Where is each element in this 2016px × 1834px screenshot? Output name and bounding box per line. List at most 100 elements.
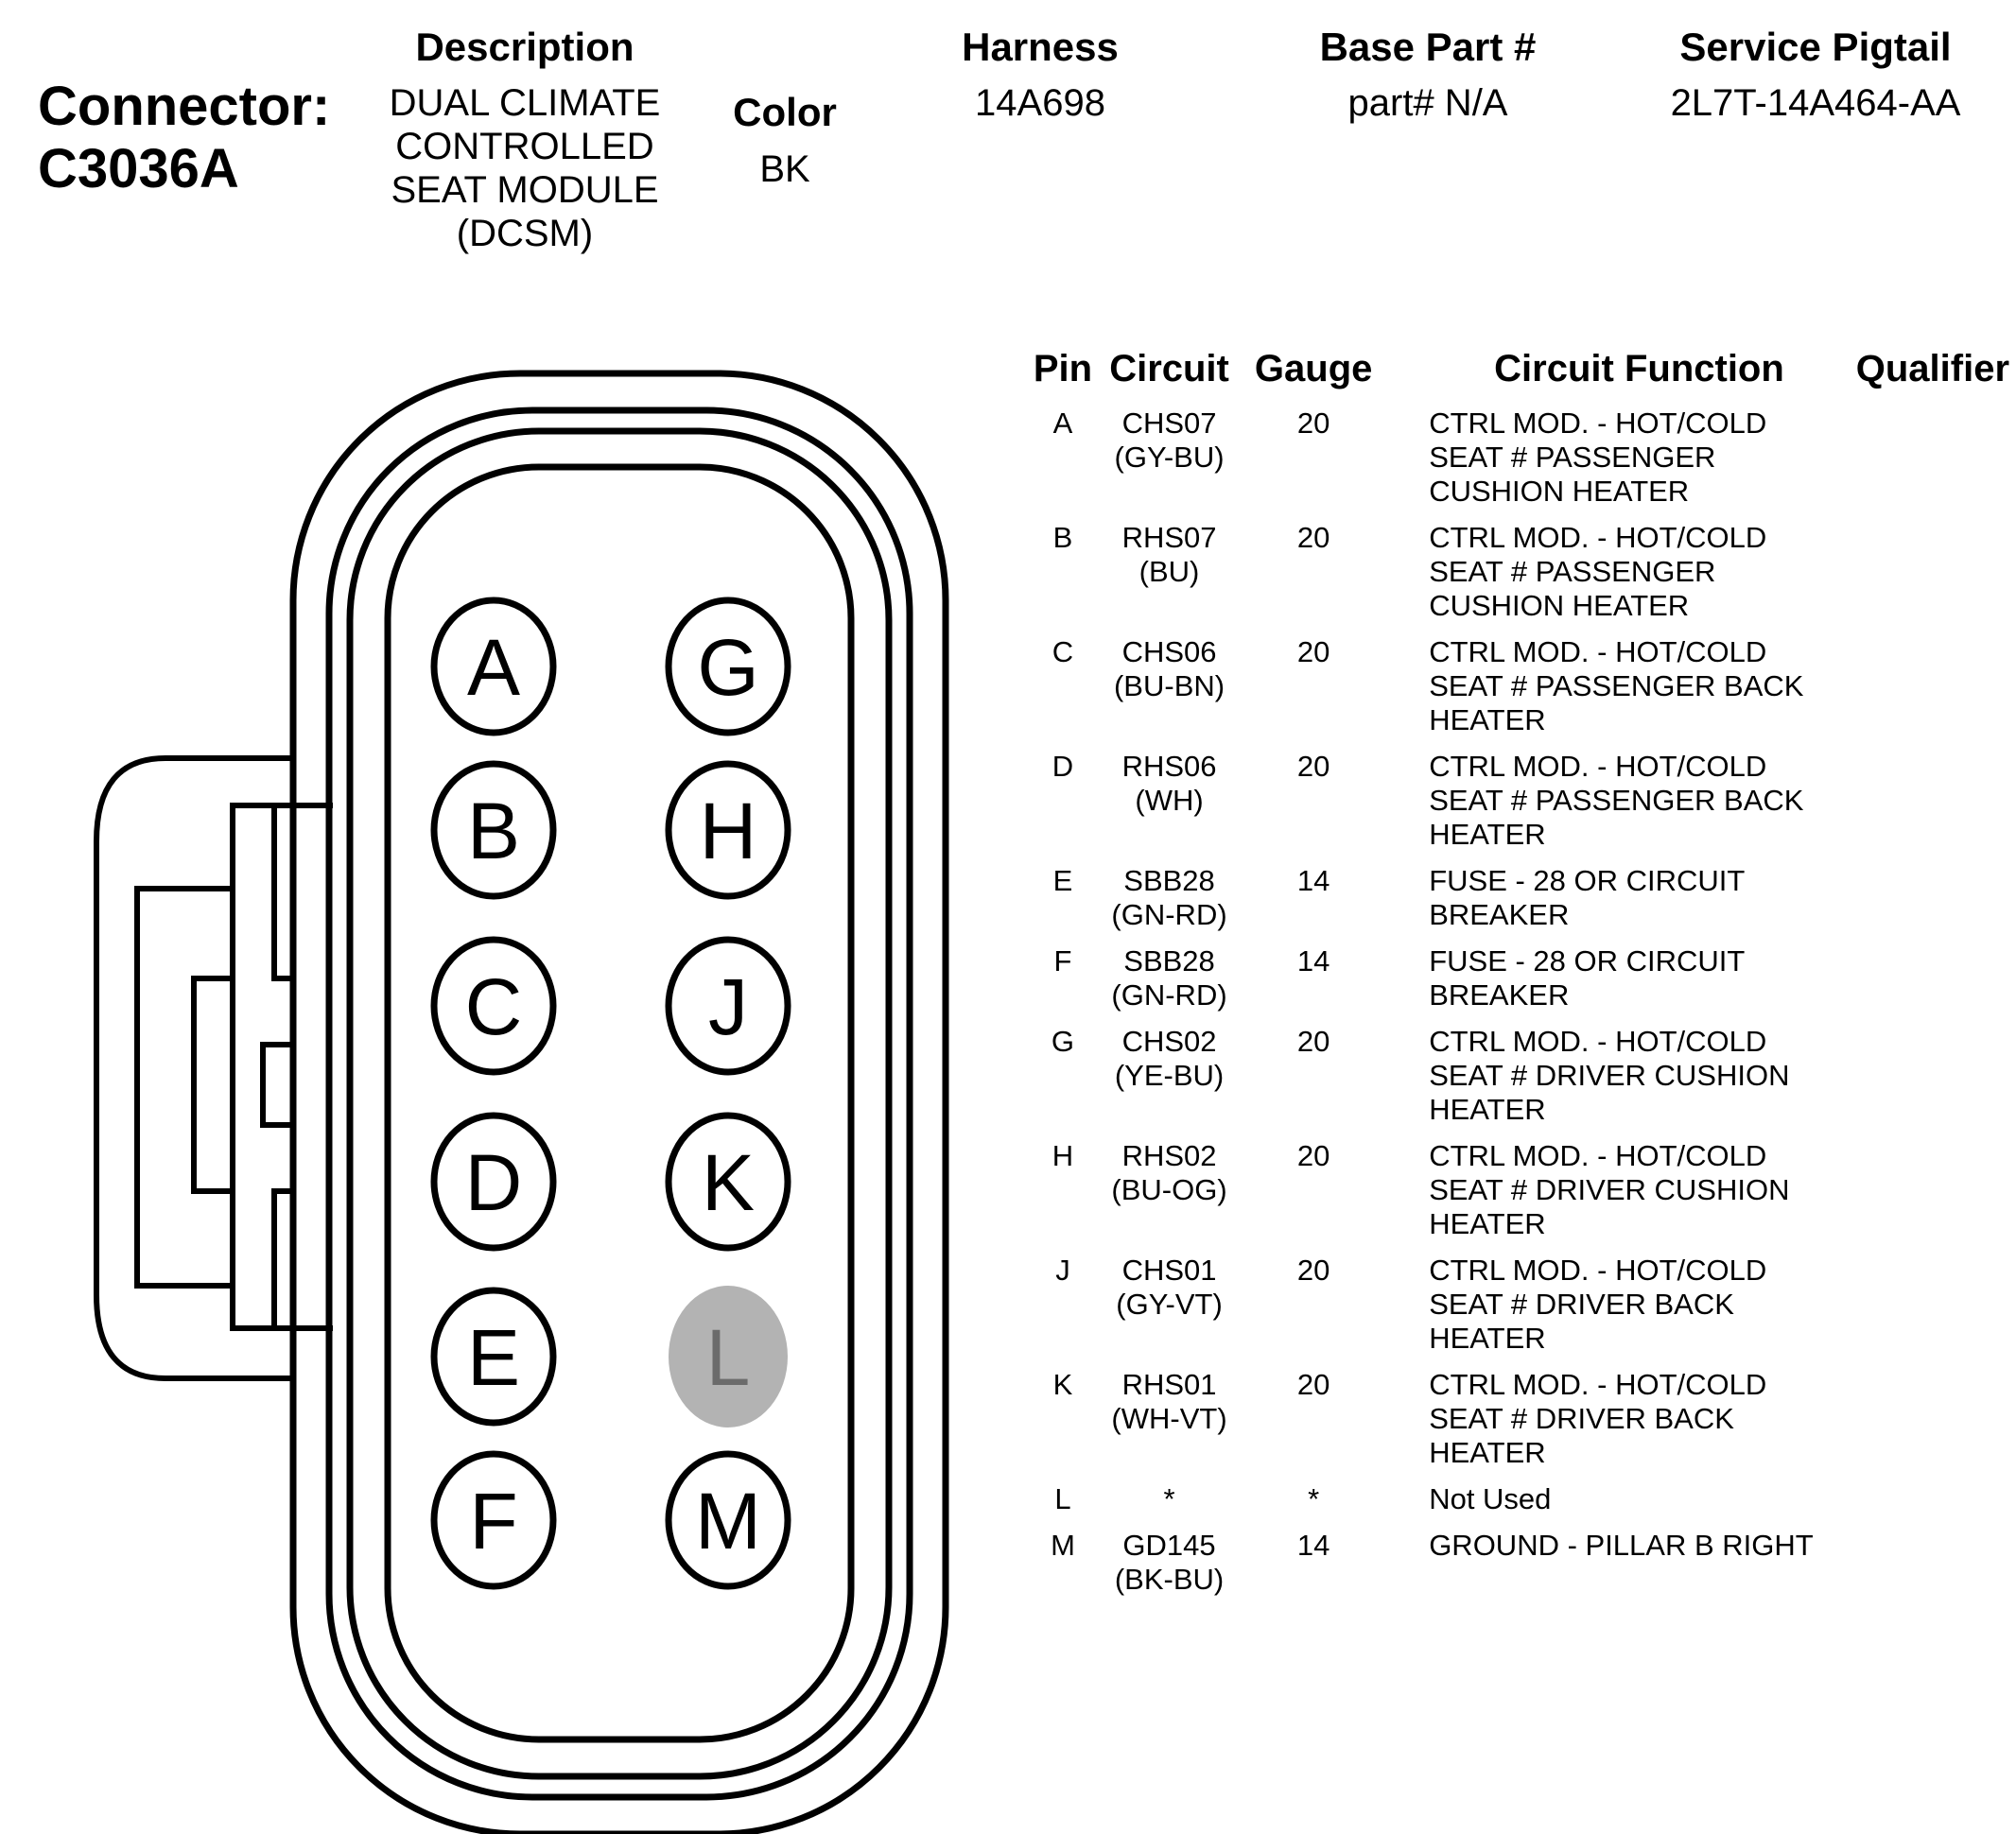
circuit-function-cell: GROUND - PILLAR B RIGHT [1393, 1529, 1850, 1609]
pin-cavity-a: A [430, 597, 557, 736]
circuit-line: CHS02 [1121, 1025, 1217, 1058]
pin-cell: F [1053, 944, 1072, 978]
pin-cavity-m: M [665, 1450, 791, 1590]
description-value: DUAL CLIMATE CONTROLLED SEAT MODULE (DCS… [331, 81, 719, 255]
unused-pin-marker [669, 1286, 788, 1427]
housing-inner-outline [384, 463, 855, 1743]
circuit-function-line: SEAT # DRIVER CUSHION [1429, 1173, 1790, 1206]
pin-cell: J [1055, 1254, 1070, 1287]
harness-value: 14A698 [975, 82, 1105, 124]
circuit-function-line: HEATER [1429, 818, 1546, 851]
circuit-function-line: SEAT # PASSENGER [1429, 555, 1716, 588]
connector-housing [289, 370, 949, 1834]
gauge-cell: 20 [1296, 521, 1330, 554]
table-header-row: Pin Circuit Gauge Circuit Function Quali… [1021, 348, 2016, 407]
circuit-cell: RHS01(WH-VT) [1104, 1368, 1234, 1482]
circuit-cell: * [1104, 1482, 1234, 1529]
pin-circle [430, 760, 557, 900]
pin-cavity-h: H [665, 760, 791, 900]
latch-outer-outline [94, 755, 295, 1381]
circuit-function-line: SEAT # DRIVER BACK [1429, 1402, 1734, 1435]
circuit-line: CHS07 [1121, 407, 1217, 440]
qualifier-cell [1850, 635, 2016, 750]
circuit-function-line: FUSE - 28 OR CIRCUIT [1429, 864, 1746, 897]
color-value: BK [759, 148, 810, 190]
circuit-cell: SBB28(GN-RD) [1104, 944, 1234, 1025]
circuit-line: RHS01 [1121, 1368, 1217, 1401]
latch-channel-outline [134, 886, 233, 1289]
circuit-function-line: SEAT # DRIVER CUSHION [1429, 1059, 1790, 1092]
qualifier-cell [1850, 1529, 2016, 1609]
pin-label: K [702, 1138, 755, 1227]
pin-cavity-d: D [430, 1112, 557, 1252]
circuit-function-line: HEATER [1429, 1436, 1546, 1469]
gauge-cell: 20 [1296, 1368, 1330, 1401]
circuit-function-line: CTRL MOD. - HOT/COLD [1429, 1025, 1767, 1058]
circuit-line: (GY-BU) [1114, 441, 1225, 474]
circuit-function-line: CUSHION HEATER [1429, 475, 1690, 508]
circuit-cell: RHS07(BU) [1104, 521, 1234, 635]
pin-cell: M [1051, 1529, 1075, 1562]
gauge-cell: 20 [1296, 1254, 1330, 1287]
pin-cell: A [1052, 407, 1073, 440]
pin-label: A [467, 623, 520, 712]
circuit-line: (YE-BU) [1114, 1059, 1225, 1092]
circuit-cell: SBB28(GN-RD) [1104, 864, 1234, 944]
circuit-line: (GN-RD) [1111, 898, 1227, 931]
pin-cavity-e: E [430, 1287, 557, 1427]
housing-outer-outline [289, 370, 949, 1834]
gauge-cell: 20 [1296, 1139, 1330, 1172]
pin-label: L [706, 1313, 751, 1402]
housing-ring-outline [325, 407, 913, 1801]
base-part-title: Base Part # [1319, 25, 1537, 69]
circuit-line: (GY-VT) [1116, 1288, 1223, 1321]
latch-clip-outline [191, 976, 233, 1194]
gauge-cell: 14 [1296, 944, 1330, 978]
circuit-function-line: CTRL MOD. - HOT/COLD [1429, 1139, 1767, 1172]
pin-cavity-k: K [665, 1112, 791, 1252]
table-row: L**Not Used [1021, 1482, 2016, 1529]
pin-cell: E [1052, 864, 1073, 897]
description-line: CONTROLLED [395, 126, 654, 167]
circuit-line: (WH-VT) [1111, 1402, 1227, 1435]
circuit-cell: CHS02(YE-BU) [1104, 1025, 1234, 1139]
qualifier-cell [1850, 1254, 2016, 1368]
latch-clip-outline [260, 805, 296, 1328]
pin-cavity-b: B [430, 760, 557, 900]
column-header-circuit-function: Circuit Function [1494, 348, 1784, 389]
pin-circle [430, 1287, 557, 1427]
pin-cavity-c: C [430, 936, 557, 1076]
circuit-line: RHS02 [1121, 1139, 1217, 1172]
circuit-line: SBB28 [1123, 944, 1215, 978]
circuit-cell: GD145(BK-BU) [1104, 1529, 1234, 1609]
circuit-line: (BU-OG) [1111, 1173, 1227, 1206]
circuit-line: (BK-BU) [1114, 1563, 1225, 1596]
description-line: DUAL CLIMATE [389, 82, 661, 124]
pin-label: B [467, 787, 520, 875]
circuit-function-line: CUSHION HEATER [1429, 589, 1690, 622]
pin-cell: K [1052, 1368, 1073, 1401]
circuit-cell: CHS01(GY-VT) [1104, 1254, 1234, 1368]
qualifier-cell [1850, 750, 2016, 864]
circuit-function-line: BREAKER [1429, 898, 1570, 931]
pin-circle [665, 1112, 791, 1252]
circuit-function-line: FUSE - 28 OR CIRCUIT [1429, 944, 1746, 978]
pin-cavity-g: G [665, 597, 791, 736]
circuit-function-line: GROUND - PILLAR B RIGHT [1429, 1529, 1814, 1562]
pin-label: M [695, 1477, 761, 1566]
pin-circle [430, 936, 557, 1076]
connector-id: C3036A [38, 138, 239, 199]
gauge-cell: 14 [1296, 864, 1330, 897]
